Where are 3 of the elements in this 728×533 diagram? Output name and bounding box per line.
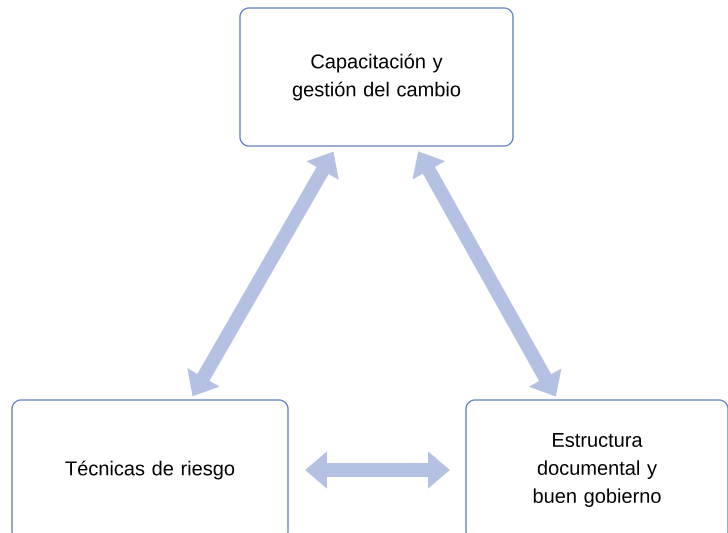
process-box: Capacitación y gestión del cambio (239, 7, 514, 147)
process-box: Técnicas de riesgo (11, 399, 289, 533)
process-box: Estructura documental y buen gobierno (465, 399, 728, 533)
